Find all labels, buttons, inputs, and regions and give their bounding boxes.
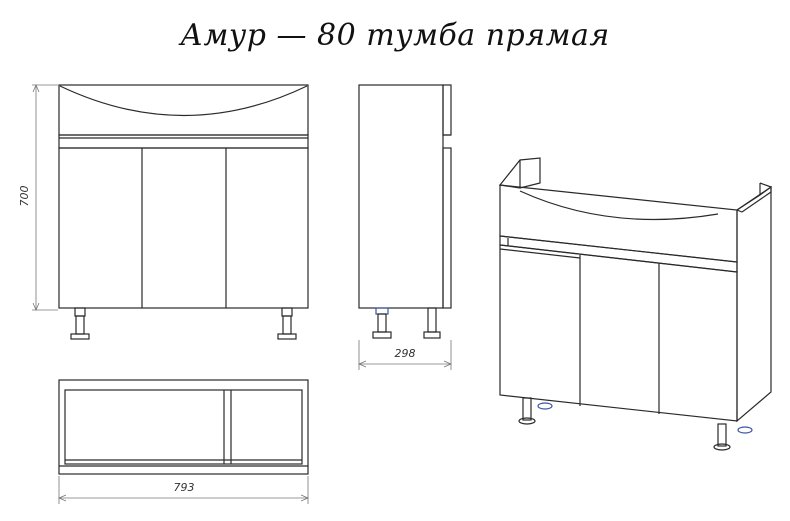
depth-dimension	[357, 340, 453, 370]
width-dimension	[57, 476, 310, 504]
width-label: 793	[174, 481, 195, 494]
isometric-view	[498, 157, 772, 451]
iso-foot-back-left	[537, 402, 553, 410]
side-foot-back	[372, 307, 392, 339]
page-title: Амур — 80 тумба прямая	[180, 18, 610, 53]
depth-label: 298	[395, 347, 416, 360]
front-view: 700	[18, 83, 309, 340]
iso-foot-back-right	[737, 426, 753, 434]
top-view: 793	[57, 379, 310, 504]
front-foot-right	[277, 307, 297, 340]
height-label: 700	[18, 186, 31, 207]
iso-foot-front-right	[713, 423, 731, 451]
front-foot-left	[70, 307, 90, 340]
iso-foot-front-left	[518, 397, 536, 425]
height-dimension	[32, 83, 58, 312]
side-foot-front	[423, 307, 441, 339]
side-view: 298	[357, 84, 453, 370]
